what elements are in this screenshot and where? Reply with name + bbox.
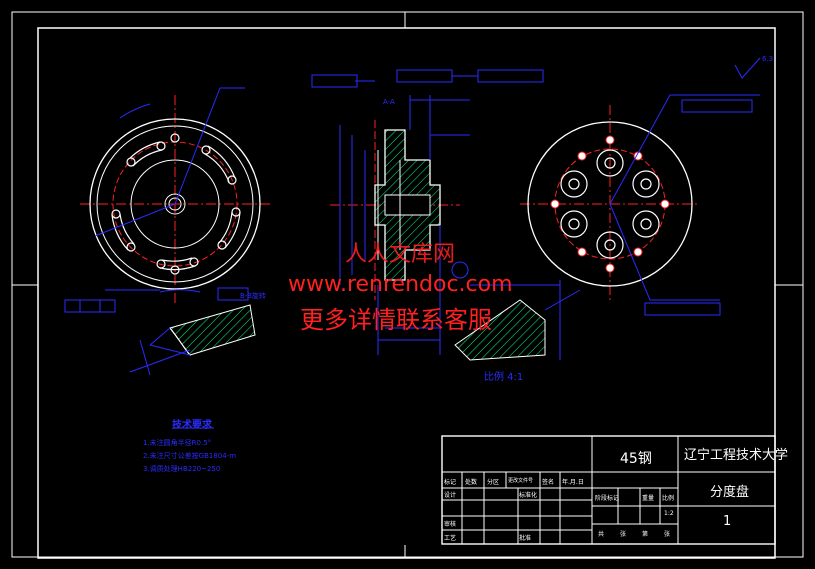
row-label-sheet: 张 — [664, 531, 671, 538]
tech-requirement-3: 3.调质处理HB220~250 — [143, 465, 221, 473]
row-label-mark: 标记 — [444, 479, 457, 486]
middle-section-view — [311, 69, 544, 355]
row-label-count: 处数 — [465, 479, 478, 486]
row-label-ratio: 比例 — [662, 495, 675, 502]
tech-requirement-2: 2.未注尺寸公差按GB1804-m — [143, 452, 237, 460]
row-label-review: 审核 — [444, 521, 457, 528]
title-block-grid — [441, 435, 776, 545]
scale-value: 1:2 — [664, 510, 674, 517]
row-label-standardize: 标准化 — [519, 492, 538, 499]
surface-roughness-label: 6.3 — [762, 55, 774, 63]
drawing-frame — [11, 11, 804, 559]
row-label-sheets: 张 — [620, 531, 627, 538]
row-label-total: 共 — [598, 531, 605, 538]
row-label-design: 设计 — [444, 492, 457, 499]
left-detail-section — [129, 304, 256, 376]
middle-detail-section — [451, 261, 581, 361]
row-label-stage-mark: 阶段标记 — [595, 495, 620, 502]
detail-scale-label: 比例 4:1 — [484, 372, 524, 383]
right-view-flange — [520, 57, 761, 316]
sheet-number: 1 — [723, 514, 732, 529]
tech-requirement-1: 1.未注圆角半径R0.5° — [143, 439, 212, 447]
rotated-bb-label: B-B旋转 — [240, 292, 266, 300]
part-name-label: 分度盘 — [710, 485, 750, 500]
watermark-line-2: www.renrendoc.com — [288, 272, 513, 297]
row-label-approve: 批准 — [519, 535, 532, 542]
watermark-line-1: 人人文库网 — [345, 242, 456, 267]
left-view-disc — [64, 87, 270, 313]
section-aa-label: A-A — [383, 98, 395, 106]
university-label: 辽宁工程技术大学 — [684, 448, 789, 463]
material-label: 45钢 — [620, 451, 652, 467]
watermark-line-3: 更多详情联系客服 — [300, 306, 492, 334]
row-label-process: 工艺 — [444, 535, 457, 542]
row-label-change-doc: 更改文件号 — [508, 478, 534, 484]
row-label-weight: 重量 — [642, 495, 655, 502]
row-label-zone: 分区 — [487, 479, 500, 486]
tech-requirements-title: 技术要求 — [172, 420, 212, 431]
row-label-date: 年.月.日 — [562, 479, 584, 486]
row-label-of: 第 — [642, 531, 649, 538]
row-label-signature: 签名 — [542, 479, 555, 486]
